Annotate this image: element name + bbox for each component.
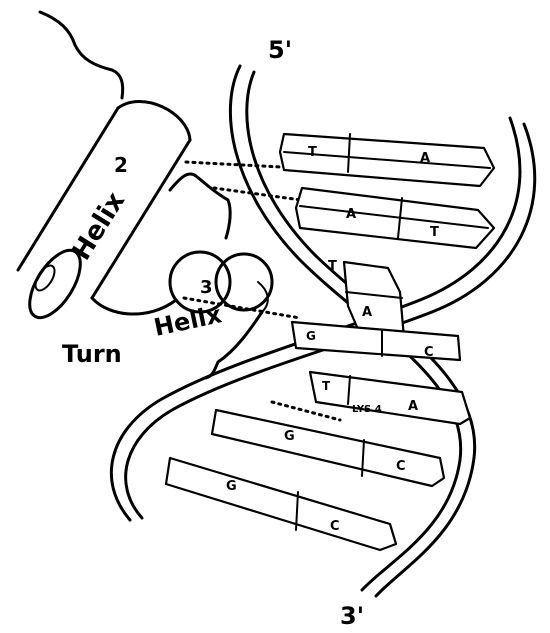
helix-3-label: Helix bbox=[151, 300, 224, 342]
turn-label: Turn bbox=[62, 340, 122, 368]
protein-backbone-n-terminus bbox=[40, 12, 123, 98]
base-pair-3-left: T bbox=[328, 259, 337, 274]
base-pair-4-left: G bbox=[306, 329, 316, 343]
base-pair-1-left: T bbox=[308, 145, 317, 160]
base-pair-6-left: G bbox=[284, 429, 295, 444]
base-pair-7-right: C bbox=[330, 519, 340, 534]
three-prime-label: 3' bbox=[340, 602, 364, 630]
base-pair-5-left: T bbox=[322, 379, 331, 393]
base-pair-2-right: T bbox=[430, 225, 439, 240]
base-pair-6-right: C bbox=[396, 459, 406, 474]
five-prime-label: 5' bbox=[268, 36, 292, 64]
helix-3-number: 3 bbox=[200, 277, 213, 298]
base-pair-4-right: C bbox=[424, 345, 434, 360]
base-pair-6: G C bbox=[212, 410, 444, 486]
base-pair-7-left: G bbox=[226, 479, 237, 494]
helix-2-label: Helix bbox=[66, 187, 131, 266]
lys4-label: LYS 4 bbox=[352, 404, 382, 415]
base-pair-5: T A bbox=[310, 372, 470, 424]
base-pair-1-right: A bbox=[420, 151, 430, 166]
base-pair-2-left: A bbox=[346, 207, 356, 222]
base-pair-3-right: A bbox=[362, 305, 372, 320]
helix-2-number: 2 bbox=[114, 153, 128, 177]
base-pair-2: A T bbox=[296, 188, 494, 248]
base-pair-5-right: A bbox=[408, 399, 418, 414]
base-pair-1: T A bbox=[280, 134, 494, 186]
protein-chain-upper bbox=[170, 174, 230, 238]
